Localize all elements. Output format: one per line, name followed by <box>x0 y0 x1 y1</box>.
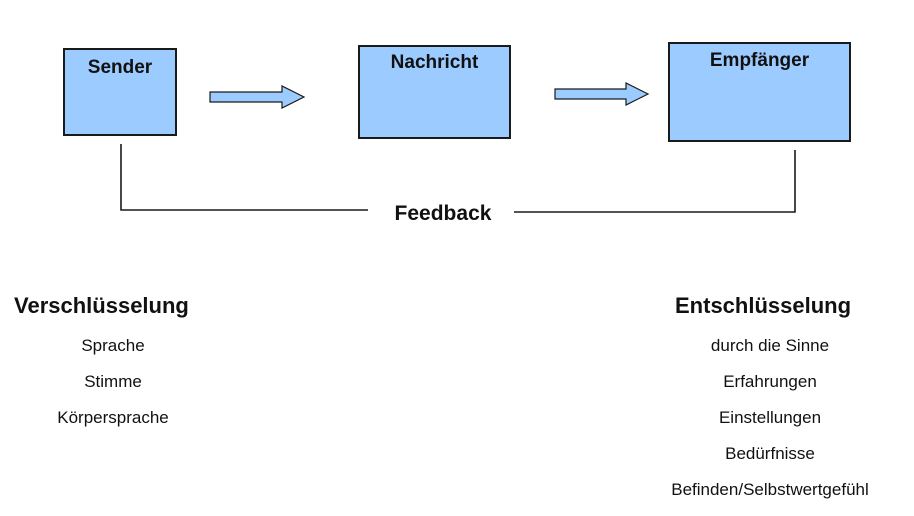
feedback-line-left <box>120 144 368 211</box>
sender-label: Sender <box>87 57 153 78</box>
feedback-label: Feedback <box>394 202 492 225</box>
encoding-list: Sprache Stimme Körpersprache <box>33 336 193 444</box>
message-box: Nachricht <box>358 45 511 139</box>
feedback-line-right <box>514 150 796 213</box>
decoding-item: Erfahrungen <box>723 372 817 391</box>
decoding-heading: Entschlüsselung <box>675 293 852 318</box>
arrow-message-to-receiver <box>554 82 650 106</box>
encoding-item: Sprache <box>81 336 145 355</box>
encoding-item: Stimme <box>84 372 142 391</box>
decoding-item: durch die Sinne <box>710 336 830 355</box>
receiver-label: Empfänger <box>709 50 810 71</box>
decoding-list: durch die Sinne Erfahrungen Einstellunge… <box>640 336 900 516</box>
encoding-heading: Verschlüsselung <box>14 293 189 318</box>
message-label: Nachricht <box>390 52 479 73</box>
arrow-sender-to-message <box>209 85 306 109</box>
receiver-box: Empfänger <box>668 42 851 142</box>
encoding-item: Körpersprache <box>57 408 169 427</box>
decoding-item: Befinden/Selbstwertgefühl <box>671 480 869 499</box>
decoding-item: Bedürfnisse <box>725 444 815 463</box>
sender-box: Sender <box>63 48 177 136</box>
decoding-item: Einstellungen <box>718 408 822 427</box>
